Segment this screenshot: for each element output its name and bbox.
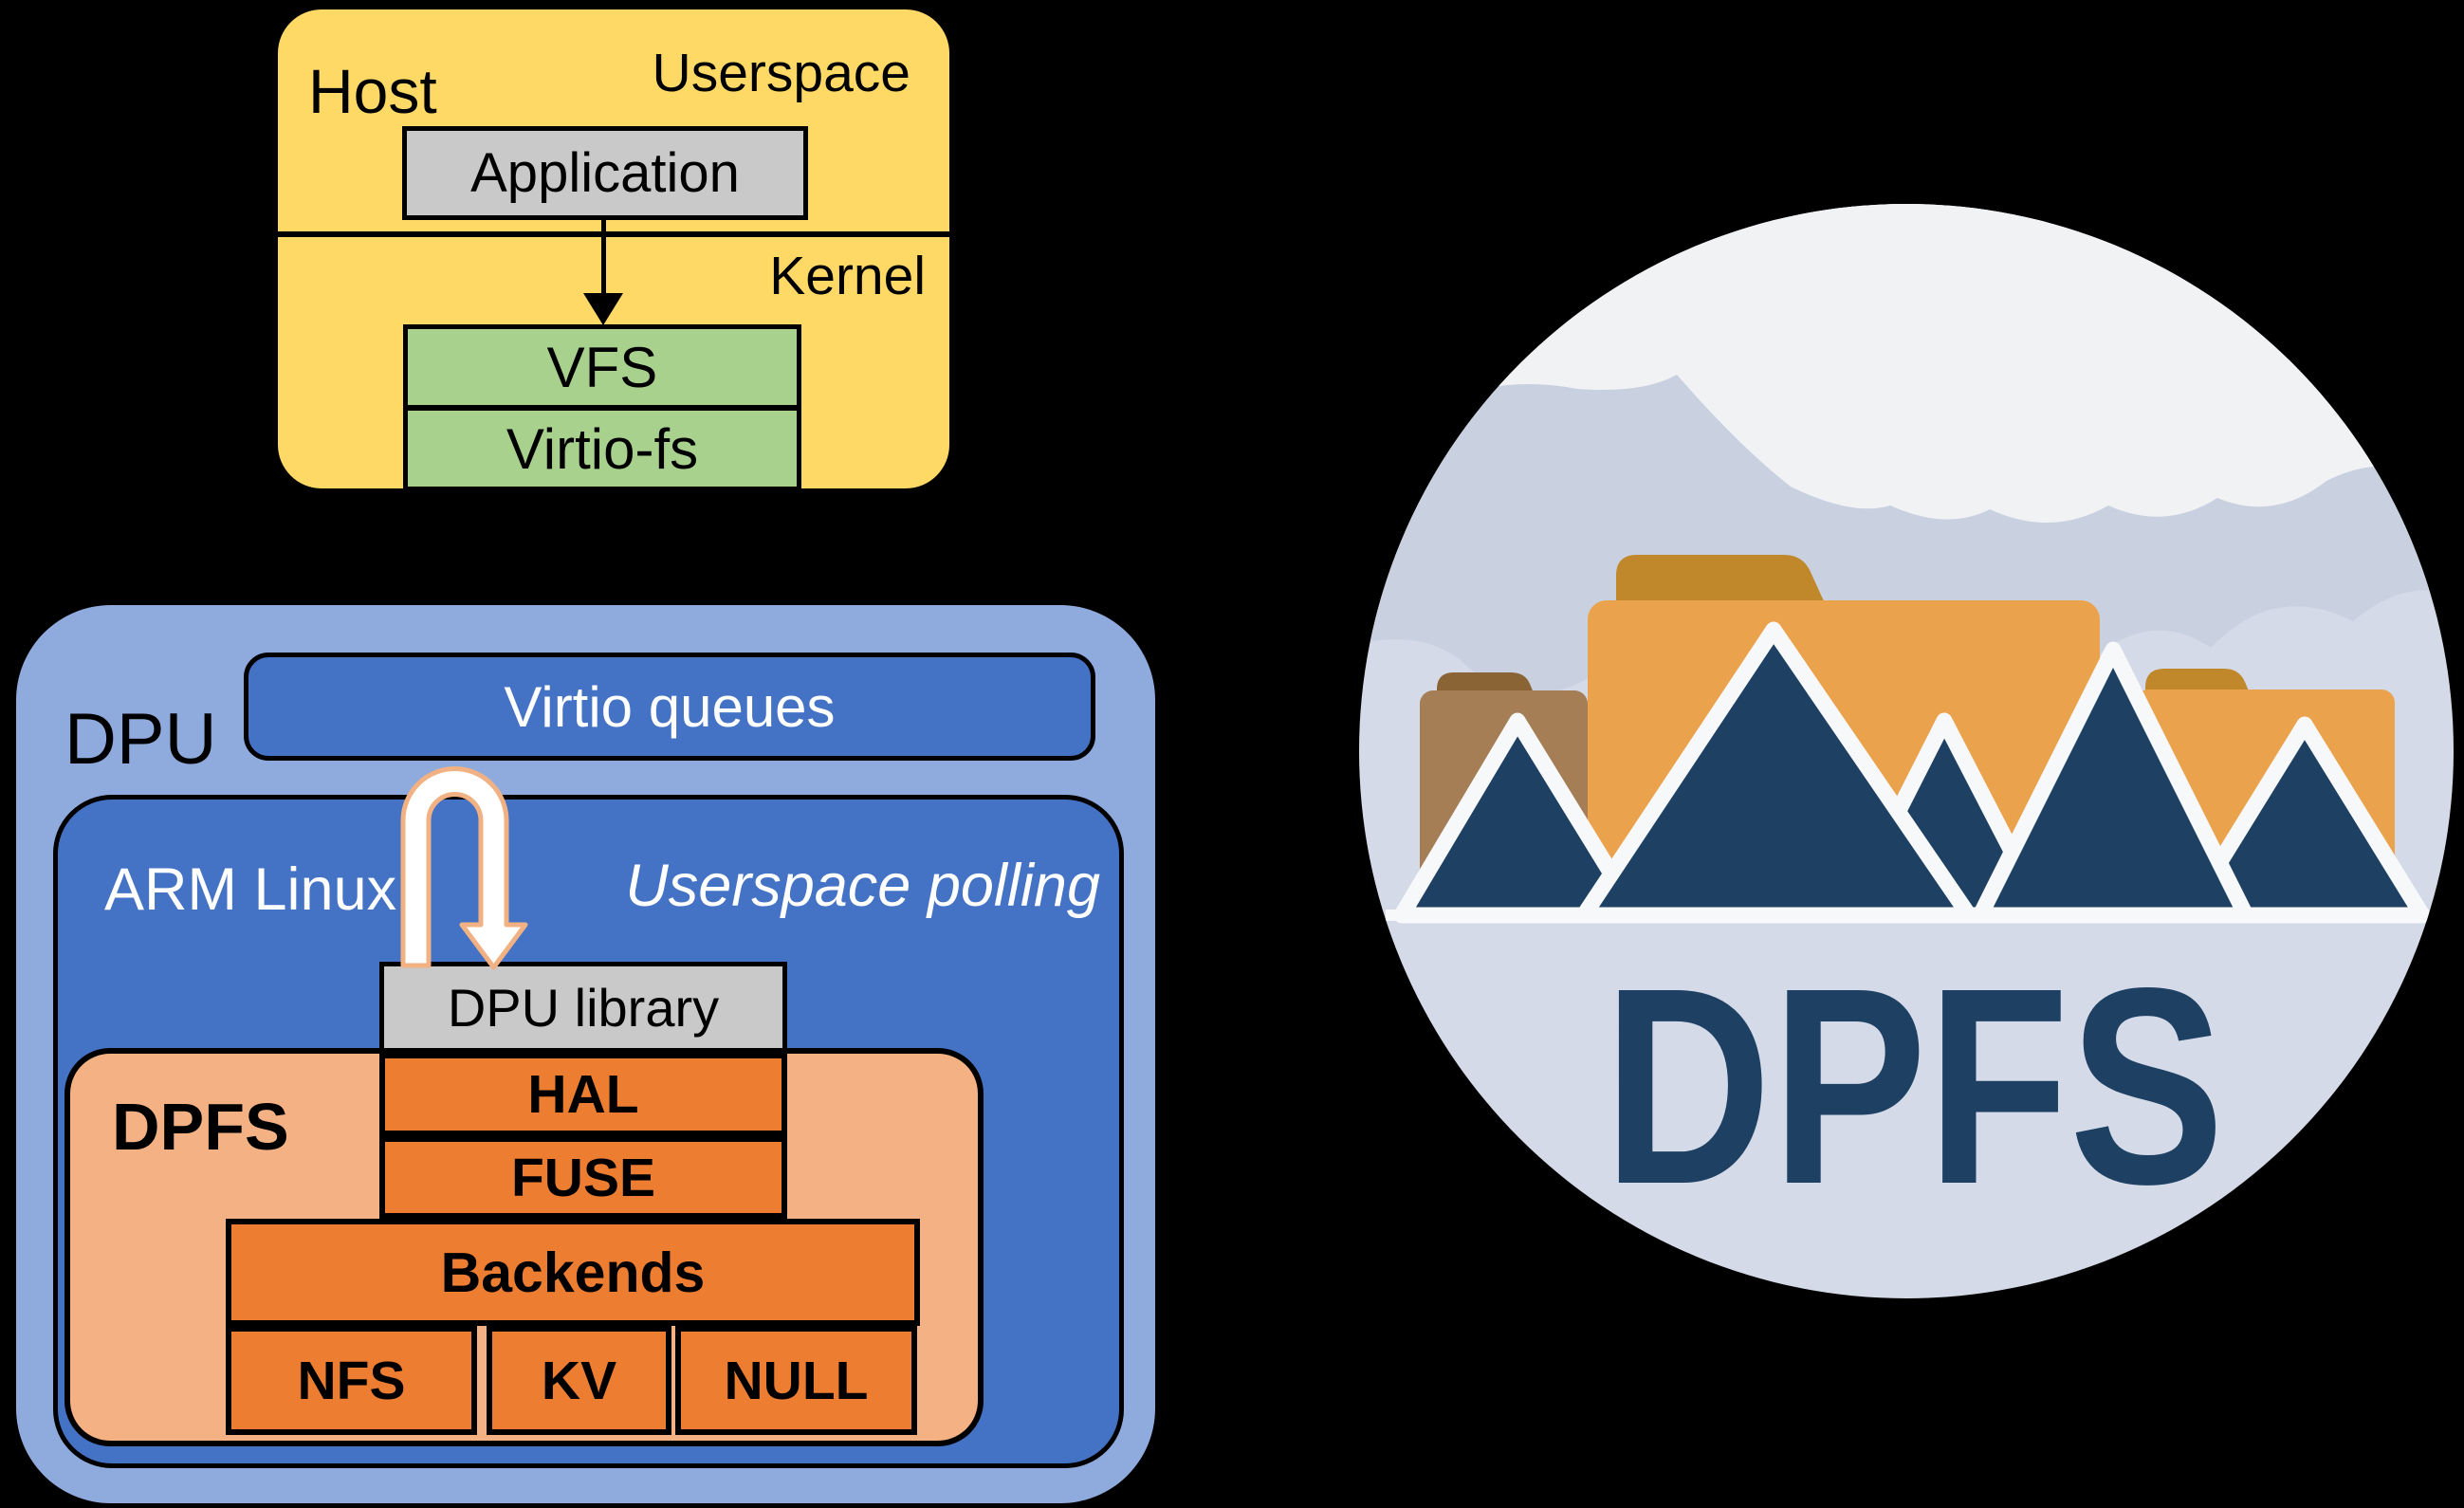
arm-linux-label: ARM Linux <box>104 856 397 923</box>
logo-wordmark: DPFS <box>1604 929 2225 1242</box>
backend-nfs-label: NFS <box>297 1350 406 1411</box>
logo-ground-line <box>1386 910 2429 921</box>
vfs-label: VFS <box>546 335 658 399</box>
backend-nfs-box: NFS <box>226 1326 477 1435</box>
hal-box: HAL <box>379 1053 787 1136</box>
virtio-queues-box: Virtio queues <box>244 653 1095 761</box>
virtiofs-box: Virtio-fs <box>403 406 801 491</box>
backend-kv-box: KV <box>487 1326 671 1435</box>
polling-loop-arrow-icon <box>400 766 528 970</box>
dpfs-label: DPFS <box>112 1090 289 1164</box>
arrow-virtiofs-to-queues-icon <box>601 491 606 620</box>
application-label: Application <box>470 142 740 204</box>
backends-label: Backends <box>440 1241 706 1304</box>
backends-box: Backends <box>226 1219 920 1326</box>
fuse-box: FUSE <box>379 1136 787 1219</box>
backend-kv-label: KV <box>541 1350 617 1411</box>
userspace-label: Userspace <box>652 43 910 103</box>
arrow-app-to-vfs-icon <box>601 220 606 296</box>
userspace-polling-label: Userspace polling <box>625 853 1100 919</box>
application-box: Application <box>402 126 808 220</box>
dpu-library-box: DPU library <box>379 962 787 1053</box>
dpu-title: DPU <box>64 699 217 780</box>
virtio-queues-label: Virtio queues <box>504 674 836 739</box>
userspace-kernel-divider <box>278 231 949 237</box>
kernel-label: Kernel <box>769 246 926 306</box>
fuse-label: FUSE <box>510 1147 656 1208</box>
arrow-app-to-vfs-head-icon <box>583 293 623 325</box>
backend-null-label: NULL <box>724 1350 869 1411</box>
backend-null-box: NULL <box>675 1326 917 1435</box>
dpu-library-label: DPU library <box>447 977 720 1038</box>
hal-label: HAL <box>527 1064 639 1125</box>
dpfs-logo: DPFS <box>1359 204 2454 1298</box>
vfs-box: VFS <box>403 324 801 410</box>
virtiofs-label: Virtio-fs <box>506 416 699 481</box>
host-title: Host <box>308 56 437 126</box>
